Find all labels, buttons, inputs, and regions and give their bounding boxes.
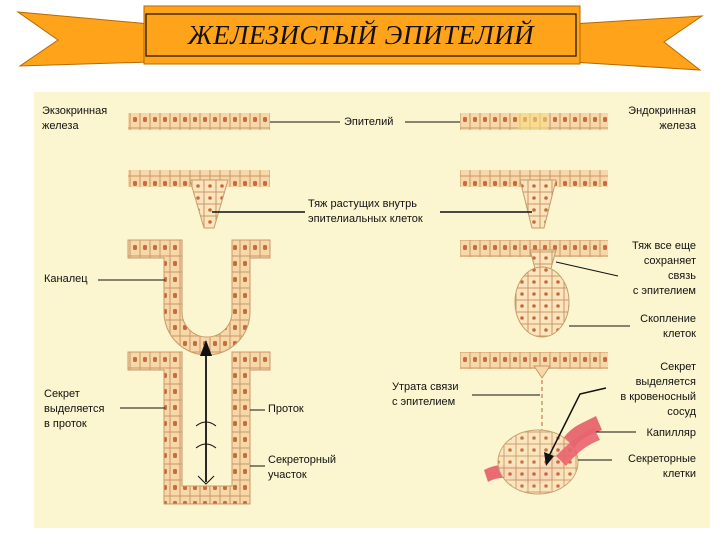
gland-duct: [127, 351, 271, 505]
label-endocrine: Эндокринная железа: [628, 105, 696, 132]
leader-secret-blood-head: [544, 452, 554, 466]
remnant-stub: [533, 365, 551, 379]
banner-right-tail: [571, 15, 704, 71]
banner-left-tail: [16, 11, 151, 67]
exocrine-cord: [189, 179, 229, 229]
leader-secret-blood: [547, 387, 607, 459]
label-exocrine: Экзокринная железа: [42, 105, 108, 132]
label-still-connected: Тяж все еще сохраняет связь с эпителием: [631, 240, 696, 297]
epithelium-strip-endocrine-2: [460, 170, 608, 187]
label-tubule: Каналец: [44, 273, 88, 285]
capillary-front: [556, 428, 600, 466]
label-secretory-part: Секреторный участок: [268, 454, 337, 481]
tubule: [127, 239, 271, 356]
label-secret-blood: Секрет выделяется в кровеносный сосуд: [620, 361, 696, 418]
label-cord: Тяж растущих внутрь эпителиальных клеток: [308, 198, 423, 225]
label-cluster: Скопление клеток: [640, 313, 696, 340]
cell-cluster: [514, 266, 570, 338]
title-banner: [16, 5, 704, 71]
label-duct: Проток: [268, 403, 304, 415]
page-title: ЖЕЛЕЗИСТЫЙ ЭПИТЕЛИЙ: [187, 19, 535, 50]
epithelium-strip-exocrine: [128, 113, 270, 130]
leader-still-connected: [555, 261, 619, 277]
secretion-mark-1: [195, 421, 217, 427]
label-epithelium: Эпителий: [344, 116, 394, 128]
label-capillary: Капилляр: [646, 427, 696, 439]
endocrine-cord: [519, 179, 557, 229]
label-loss: Утрата связи с эпителием: [392, 381, 459, 408]
secretion-mark-3: [197, 475, 215, 485]
title-box: [145, 13, 577, 57]
epithelium-strip-endocrine-3: [460, 240, 608, 257]
epithelium-strip-exocrine-2: [128, 170, 270, 187]
label-secret-duct: Секрет выделяется в проток: [44, 388, 105, 430]
secretion-mark-2: [195, 443, 217, 449]
endocrine-highlight-cells: [518, 113, 548, 130]
secretion-arrow-head: [200, 340, 212, 356]
diagram-panel: [34, 92, 710, 528]
epithelium-strip-endocrine-4: [460, 352, 608, 369]
secretory-cell-mass: [497, 429, 579, 495]
label-secretory-cells: Секреторные клетки: [628, 453, 696, 480]
